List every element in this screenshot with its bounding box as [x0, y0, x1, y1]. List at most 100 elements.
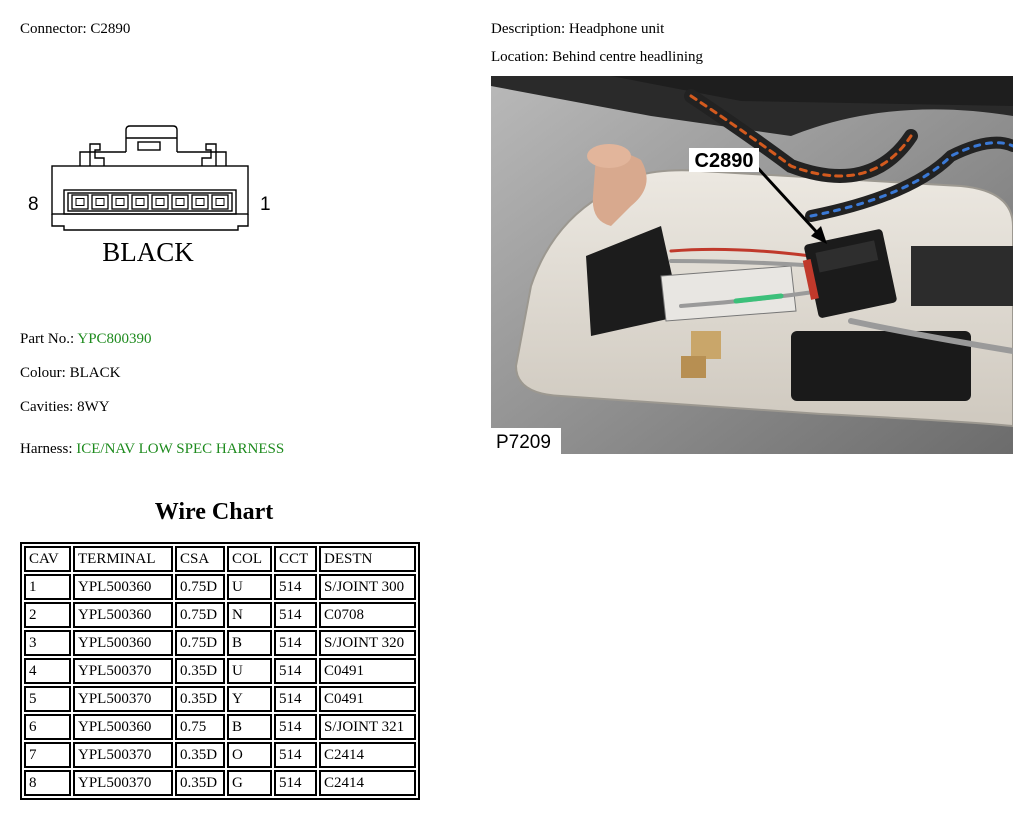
- cell-cct: 514: [274, 658, 317, 684]
- cavity-4: [151, 194, 169, 210]
- cell-csa: 0.75D: [175, 630, 225, 656]
- photo-callout-label: C2890: [695, 150, 754, 172]
- cell-col: U: [227, 574, 272, 600]
- cell-csa: 0.75D: [175, 574, 225, 600]
- cavity-row: [71, 194, 229, 210]
- cavities-value: 8WY: [77, 399, 110, 415]
- cell-cav: 8: [24, 770, 71, 796]
- cavity-terminal-4: [155, 198, 165, 206]
- harness-line: Harness: ICE/NAV LOW SPEC HARNESS: [20, 440, 284, 458]
- cell-terminal: YPL500360: [73, 574, 173, 600]
- cavity-8: [71, 194, 89, 210]
- connector-face-drawing: 8 1 BLACK: [18, 118, 278, 268]
- cavity-terminal-8: [75, 198, 85, 206]
- header-destn: DESTN: [319, 546, 416, 572]
- cell-terminal: YPL500370: [73, 658, 173, 684]
- cell-col: G: [227, 770, 272, 796]
- cavity-terminal-7: [95, 198, 105, 206]
- part-number-label: Part No.:: [20, 331, 75, 347]
- header-cct: CCT: [274, 546, 317, 572]
- harness-label: Harness:: [20, 441, 73, 457]
- cell-csa: 0.35D: [175, 770, 225, 796]
- cell-destn: C0491: [319, 658, 416, 684]
- cell-destn: C0491: [319, 686, 416, 712]
- cavity-2: [191, 194, 209, 210]
- cell-terminal: YPL500360: [73, 714, 173, 740]
- description-line: Description: Headphone unit: [491, 20, 664, 38]
- connector-value: C2890: [90, 21, 131, 37]
- cell-terminal: YPL500370: [73, 686, 173, 712]
- cell-col: N: [227, 602, 272, 628]
- cell-csa: 0.35D: [175, 742, 225, 768]
- colour-label: Colour:: [20, 365, 66, 381]
- cell-destn: C0708: [319, 602, 416, 628]
- cell-destn: S/JOINT 300: [319, 574, 416, 600]
- cell-csa: 0.75: [175, 714, 225, 740]
- cell-col: B: [227, 630, 272, 656]
- description-label: Description:: [491, 21, 566, 37]
- cavities-label: Cavities:: [20, 399, 74, 415]
- cell-cav: 3: [24, 630, 71, 656]
- cell-cct: 514: [274, 742, 317, 768]
- cavity-terminal-1: [215, 198, 225, 206]
- harness-link[interactable]: ICE/NAV LOW SPEC HARNESS: [76, 441, 285, 457]
- cell-destn: C2414: [319, 742, 416, 768]
- cell-destn: C2414: [319, 770, 416, 796]
- location-value: Behind centre headlining: [552, 49, 704, 65]
- header-csa: CSA: [175, 546, 225, 572]
- cell-terminal: YPL500370: [73, 770, 173, 796]
- cell-col: Y: [227, 686, 272, 712]
- pin-number-right: 1: [260, 194, 271, 215]
- cavity-terminal-2: [195, 198, 205, 206]
- cell-col: U: [227, 658, 272, 684]
- cell-csa: 0.75D: [175, 602, 225, 628]
- cavity-3: [171, 194, 189, 210]
- connector-face-svg: 8 1 BLACK: [28, 125, 271, 267]
- connector-label: Connector:: [20, 21, 87, 37]
- cell-col: O: [227, 742, 272, 768]
- photo-reference-label: P7209: [496, 432, 551, 453]
- cavity-terminal-5: [135, 198, 145, 206]
- colour-line: Colour: BLACK: [20, 364, 120, 382]
- description-value: Headphone unit: [568, 21, 665, 37]
- cell-destn: S/JOINT 321: [319, 714, 416, 740]
- colour-value: BLACK: [69, 365, 121, 381]
- cavity-5: [131, 194, 149, 210]
- cell-cct: 514: [274, 686, 317, 712]
- cell-cct: 514: [274, 714, 317, 740]
- connector-colour-text: BLACK: [102, 237, 194, 267]
- cell-cav: 4: [24, 658, 71, 684]
- part-number-line: Part No.: YPC800390: [20, 330, 152, 348]
- cavities-line: Cavities: 8WY: [20, 398, 110, 416]
- cavity-1: [211, 194, 229, 210]
- connector-location-photo: C2890 P7209: [491, 76, 1013, 454]
- location-line: Location: Behind centre headlining: [491, 48, 703, 66]
- cell-terminal: YPL500360: [73, 602, 173, 628]
- cell-destn: S/JOINT 320: [319, 630, 416, 656]
- part-number-link[interactable]: YPC800390: [77, 331, 152, 347]
- cell-cct: 514: [274, 770, 317, 796]
- cell-cct: 514: [274, 574, 317, 600]
- cavity-6: [111, 194, 129, 210]
- wire-chart-title: Wire Chart: [154, 499, 274, 525]
- cell-cav: 1: [24, 574, 71, 600]
- connector-heading: Connector: C2890: [20, 20, 130, 38]
- cell-col: B: [227, 714, 272, 740]
- cell-cav: 5: [24, 686, 71, 712]
- cavity-terminal-3: [175, 198, 185, 206]
- photo-illustration: C2890 P7209: [491, 76, 1013, 454]
- cell-terminal: YPL500370: [73, 742, 173, 768]
- cell-cav: 7: [24, 742, 71, 768]
- header-terminal: TERMINAL: [73, 546, 173, 572]
- cavity-terminal-6: [115, 198, 125, 206]
- location-label: Location:: [491, 49, 549, 65]
